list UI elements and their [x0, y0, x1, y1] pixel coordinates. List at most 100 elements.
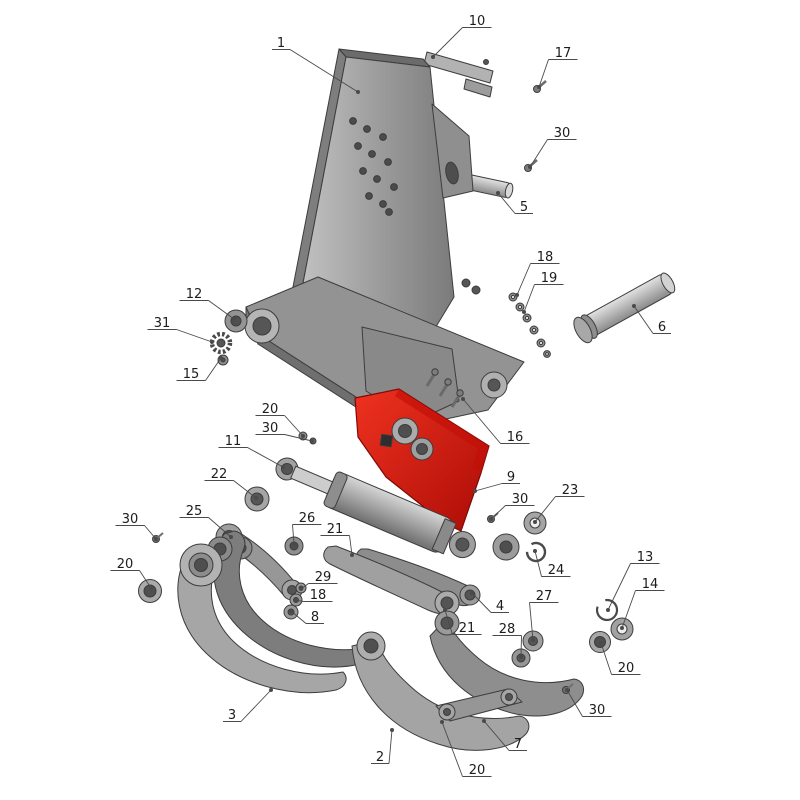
callout-30-12: 30 [255, 421, 314, 443]
callout-dot [470, 591, 474, 595]
callout-number: 29 [315, 570, 332, 585]
callout-leader-line [240, 689, 272, 722]
callout-31-9: 31 [147, 316, 214, 344]
callout-dot [293, 598, 297, 602]
callout-30-22: 30 [115, 512, 158, 541]
callout-leader-line [144, 525, 157, 540]
part-1-main-bracket [291, 48, 474, 331]
part-31-lock-washer [209, 331, 233, 355]
callout-dot [473, 489, 477, 493]
callout-number: 18 [537, 250, 554, 265]
callout-dot [232, 317, 236, 321]
callout-leader-line [284, 434, 313, 442]
callout-5-4: 5 [496, 191, 533, 215]
callout-dot [292, 542, 296, 546]
callout-number: 1 [277, 36, 285, 51]
callout-30-3: 30 [528, 126, 577, 169]
callout-number: 8 [311, 610, 319, 625]
callout-dot [299, 587, 303, 591]
callout-4-30: 4 [470, 591, 509, 614]
callout-leader-line [208, 517, 232, 538]
bolt-hole-pattern [349, 117, 398, 216]
callout-number: 10 [469, 14, 486, 29]
callout-leader-line [247, 447, 284, 468]
callout-dot [565, 688, 569, 692]
callout-20-11: 20 [255, 402, 305, 438]
callout-number: 18 [310, 588, 327, 603]
callout-leader-line [529, 139, 548, 168]
callout-25-19: 25 [179, 504, 233, 539]
part-10-mount-strip [423, 51, 494, 98]
callout-leader-line [523, 284, 535, 313]
callout-11-13: 11 [218, 434, 285, 469]
callout-leader-line [471, 592, 492, 613]
part-3-left-jaw [177, 530, 369, 693]
callout-12-8: 12 [179, 287, 236, 321]
callout-dot [390, 728, 394, 732]
callout-number: 20 [262, 402, 279, 417]
callout-1-0: 1 [272, 36, 360, 94]
callout-leader-line [205, 357, 222, 381]
callout-30-36: 30 [565, 688, 612, 718]
part-6-large-pin [573, 272, 676, 344]
callout-number: 12 [186, 287, 203, 302]
callout-18-5: 18 [515, 250, 560, 297]
callout-number: 17 [555, 46, 572, 61]
callout-28-33: 28 [492, 622, 523, 659]
callout-dot [533, 549, 537, 553]
callout-number: 14 [642, 577, 659, 592]
callout-number: 27 [536, 589, 553, 604]
callout-leader-line [516, 263, 531, 296]
callout-number: 3 [228, 708, 236, 723]
callout-dot [210, 340, 214, 344]
callout-leader-line [529, 602, 534, 641]
callout-9-15: 9 [473, 470, 520, 493]
callout-dot [356, 90, 360, 94]
callout-2-38: 2 [371, 728, 394, 765]
callout-dot [620, 626, 624, 630]
callout-leader-line [289, 49, 359, 93]
callout-number: 26 [299, 511, 316, 526]
callout-dot [443, 608, 447, 612]
callout-number: 19 [541, 271, 558, 286]
callout-dot [515, 293, 519, 297]
callout-dot [281, 465, 285, 469]
callout-leader-line [233, 480, 257, 499]
callout-leader-line [538, 59, 549, 88]
callout-16-14: 16 [461, 397, 530, 445]
callout-leader-line [176, 329, 213, 343]
callout-number: 20 [618, 661, 635, 676]
callout-dot [440, 720, 444, 724]
callout-leader-line [566, 689, 583, 717]
callout-number: 16 [507, 430, 524, 445]
callout-20-34: 20 [599, 641, 641, 676]
callout-24-23: 24 [533, 549, 571, 578]
callout-leader-line [497, 192, 516, 214]
callout-leader-line [534, 550, 542, 577]
callout-number: 30 [262, 421, 279, 436]
callout-dot [528, 165, 532, 169]
callout-number: 21 [459, 621, 476, 636]
part-24-snap-ring [525, 541, 547, 563]
callout-leader-line [290, 610, 307, 624]
callout-number: 30 [589, 703, 606, 718]
part-11-hydraulic-cylinder [275, 457, 476, 559]
callout-30-17: 30 [489, 492, 535, 521]
callout-number: 2 [376, 750, 384, 765]
callout-27-31: 27 [529, 589, 559, 642]
callout-19-6: 19 [522, 271, 564, 314]
callout-leader-line [534, 496, 556, 523]
part-21-link-arm [323, 545, 460, 616]
part-12-31-15-rings [209, 309, 248, 366]
callout-26-20: 26 [292, 511, 322, 546]
part-20-bushing-left [138, 579, 162, 603]
callout-leader-line [462, 398, 501, 444]
callout-18-26: 18 [293, 588, 333, 603]
callout-leader-line [633, 305, 654, 334]
callout-leader-line [520, 635, 522, 658]
callout-leader-line [208, 300, 235, 320]
callout-8-27: 8 [289, 609, 324, 625]
callout-leader-line [388, 729, 393, 764]
callout-number: 24 [548, 563, 565, 578]
callout-21-21: 21 [320, 522, 354, 557]
